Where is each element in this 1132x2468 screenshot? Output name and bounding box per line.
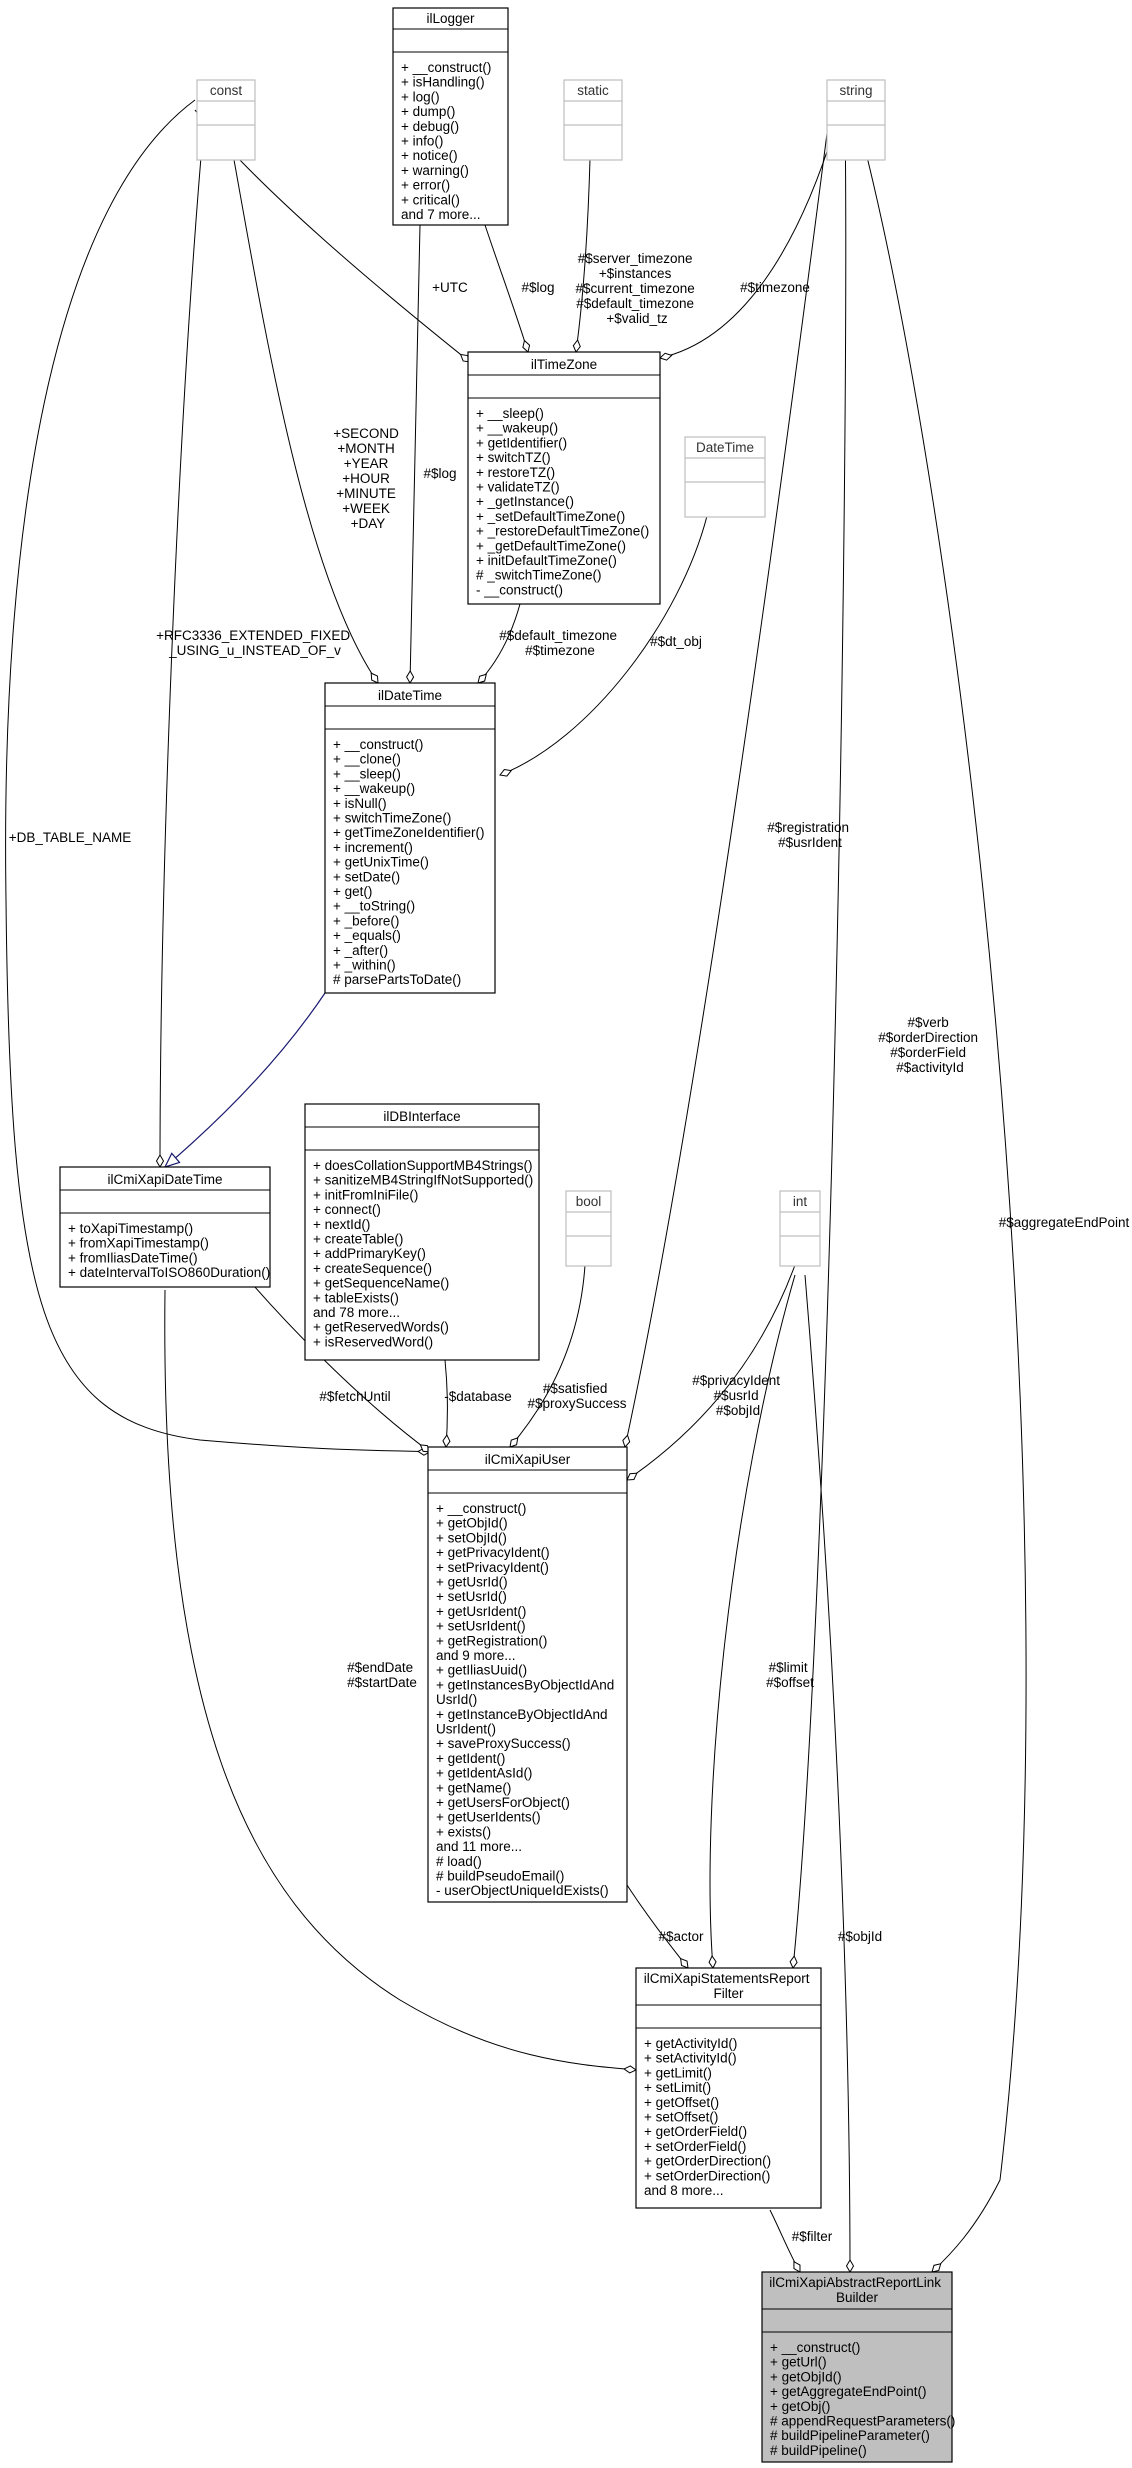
class-ilLogger: ilLogger + __construct() + isHandling() …	[392, 7, 509, 226]
edge-label-log-datetime: #$log	[423, 466, 456, 481]
class-name: ilLogger	[426, 11, 475, 26]
edge-string-to-filter	[789, 109, 847, 1969]
class-DateTime: DateTime	[684, 436, 766, 518]
edge-label-db-table: +DB_TABLE_NAME	[9, 830, 131, 845]
class-ilDateTime: ilDateTime + __construct() + __clone() +…	[324, 682, 496, 994]
edge-int-to-builder	[804, 1274, 855, 2273]
member-list: + toXapiTimestamp() + fromXapiTimestamp(…	[68, 1221, 270, 1280]
edge-datetime-to-cmixapidatetime	[165, 992, 326, 1167]
edge-label-aggregate: #$aggregateEndPoint	[999, 1215, 1130, 1230]
member-list: + getActivityId() + setActivityId() + ge…	[644, 2036, 775, 2198]
class-ilCmiXapiDateTime: ilCmiXapiDateTime + toXapiTimestamp() + …	[59, 1166, 271, 1288]
class-string: string	[826, 79, 886, 161]
edge-const-to-cmixapidatetime	[155, 109, 206, 1168]
class-name: const	[210, 83, 243, 98]
edge-label-filter: #$filter	[792, 2229, 833, 2244]
member-list: + __construct() + getUrl() + getObjId() …	[770, 2340, 959, 2458]
edge-label-verb: #$verb #$orderDirection #$orderField #$a…	[878, 1015, 982, 1075]
edge-label-fetch-until: #$fetchUntil	[319, 1389, 390, 1404]
member-list: + __sleep() + __wakeup() + getIdentifier…	[476, 406, 653, 597]
class-ilCmiXapiUser: ilCmiXapiUser + __construct() + getObjId…	[427, 1446, 628, 1903]
class-const: const	[196, 79, 256, 161]
class-static: static	[563, 79, 623, 161]
edge-cmixapidatetime-to-filter	[164, 1289, 637, 2074]
class-name: string	[839, 83, 872, 98]
edge-bool-to-user	[509, 1264, 586, 1448]
edge-label-limit: #$limit #$offset	[766, 1660, 814, 1690]
edge-label-obj-id: #$objId	[838, 1929, 882, 1944]
member-list: + __construct() + __clone() + __sleep() …	[333, 737, 488, 987]
class-ilDBInterface: ilDBInterface + doesCollationSupportMB4S…	[304, 1103, 540, 1361]
class-name: DateTime	[696, 440, 754, 455]
member-list: + __construct() + getObjId() + setObjId(…	[436, 1501, 618, 1898]
edge-label-const-datetime: +SECOND +MONTH +YEAR +HOUR +MINUTE +WEEK…	[333, 426, 402, 531]
class-name: ilTimeZone	[531, 357, 597, 372]
edge-label-end-date: #$endDate #$startDate	[347, 1660, 417, 1690]
edge-label-satisfied: #$satisfied #$proxySuccess	[527, 1381, 626, 1411]
edge-const-to-datetime	[224, 109, 379, 684]
edge-string-to-user	[622, 109, 831, 1448]
member-list: + __construct() + isHandling() + log() +…	[401, 60, 495, 222]
class-ilCmiXapiStatementsReportFilter: ilCmiXapiStatementsReport Filter + getAc…	[635, 1967, 822, 2209]
edge-label-dt-obj: #$dt_obj	[650, 634, 702, 649]
edge-label-log-timezone: #$log	[521, 280, 554, 295]
edges	[5, 99, 1027, 2273]
edge-label-static-timezone: #$server_timezone +$instances #$current_…	[575, 251, 698, 326]
class-ilTimeZone: ilTimeZone + __sleep() + __wakeup() + ge…	[467, 351, 661, 605]
class-bool: bool	[565, 1190, 612, 1267]
class-name: ilCmiXapiAbstractReportLink Builder	[769, 2275, 945, 2305]
edge-int-to-filter	[708, 1274, 796, 1969]
edge-dbinterface-to-user	[442, 1359, 451, 1448]
edge-int-to-user	[626, 1264, 796, 1481]
edge-label-rfc: +RFC3336_EXTENDED_FIXED _USING_u_INSTEAD…	[156, 628, 354, 658]
edge-label-timezone-string: #$timezone	[740, 280, 810, 295]
class-name: int	[793, 1194, 808, 1209]
class-name: ilDBInterface	[383, 1109, 460, 1124]
class-name: static	[577, 83, 609, 98]
edge-label-database: -$database	[444, 1389, 512, 1404]
class-name: ilCmiXapiDateTime	[107, 1172, 222, 1187]
class-int: int	[779, 1190, 821, 1267]
class-boxes: ilLogger + __construct() + isHandling() …	[59, 7, 959, 2463]
edge-const-to-user	[5, 99, 431, 1456]
class-name: bool	[576, 1194, 602, 1209]
class-ilCmiXapiAbstractReportLinkBuilder: ilCmiXapiAbstractReportLink Builder + __…	[761, 2271, 959, 2463]
edge-label-privacy: #$privacyIdent #$usrId #$objId	[692, 1373, 784, 1418]
edge-label-actor: #$actor	[658, 1929, 704, 1944]
edge-label-utc: +UTC	[432, 280, 468, 295]
edge-string-to-builder	[854, 109, 1027, 2273]
edge-timezone-to-datetime	[477, 603, 521, 684]
member-list: + doesCollationSupportMB4Strings() + san…	[313, 1158, 537, 1349]
edge-filter-to-builder	[769, 2209, 801, 2273]
edge-labels: +UTC #$log #$log #$server_timezone +$ins…	[9, 251, 1130, 2244]
edge-datetimephp-to-datetime	[499, 515, 708, 777]
edge-label-registration: #$registration #$usrIdent	[767, 820, 853, 850]
edge-logger-to-datetime	[406, 224, 421, 684]
edge-static-to-timezone	[572, 158, 591, 353]
class-name: ilCmiXapiStatementsReport Filter	[644, 1971, 814, 2001]
edge-string-to-timezone	[659, 109, 841, 361]
edge-logger-to-timezone	[484, 224, 531, 353]
edge-user-to-filter	[626, 1884, 689, 1969]
class-name: ilCmiXapiUser	[485, 1452, 571, 1467]
edge-label-timezone-datetime: #$default_timezone #$timezone	[499, 628, 621, 658]
class-name: ilDateTime	[378, 688, 442, 703]
